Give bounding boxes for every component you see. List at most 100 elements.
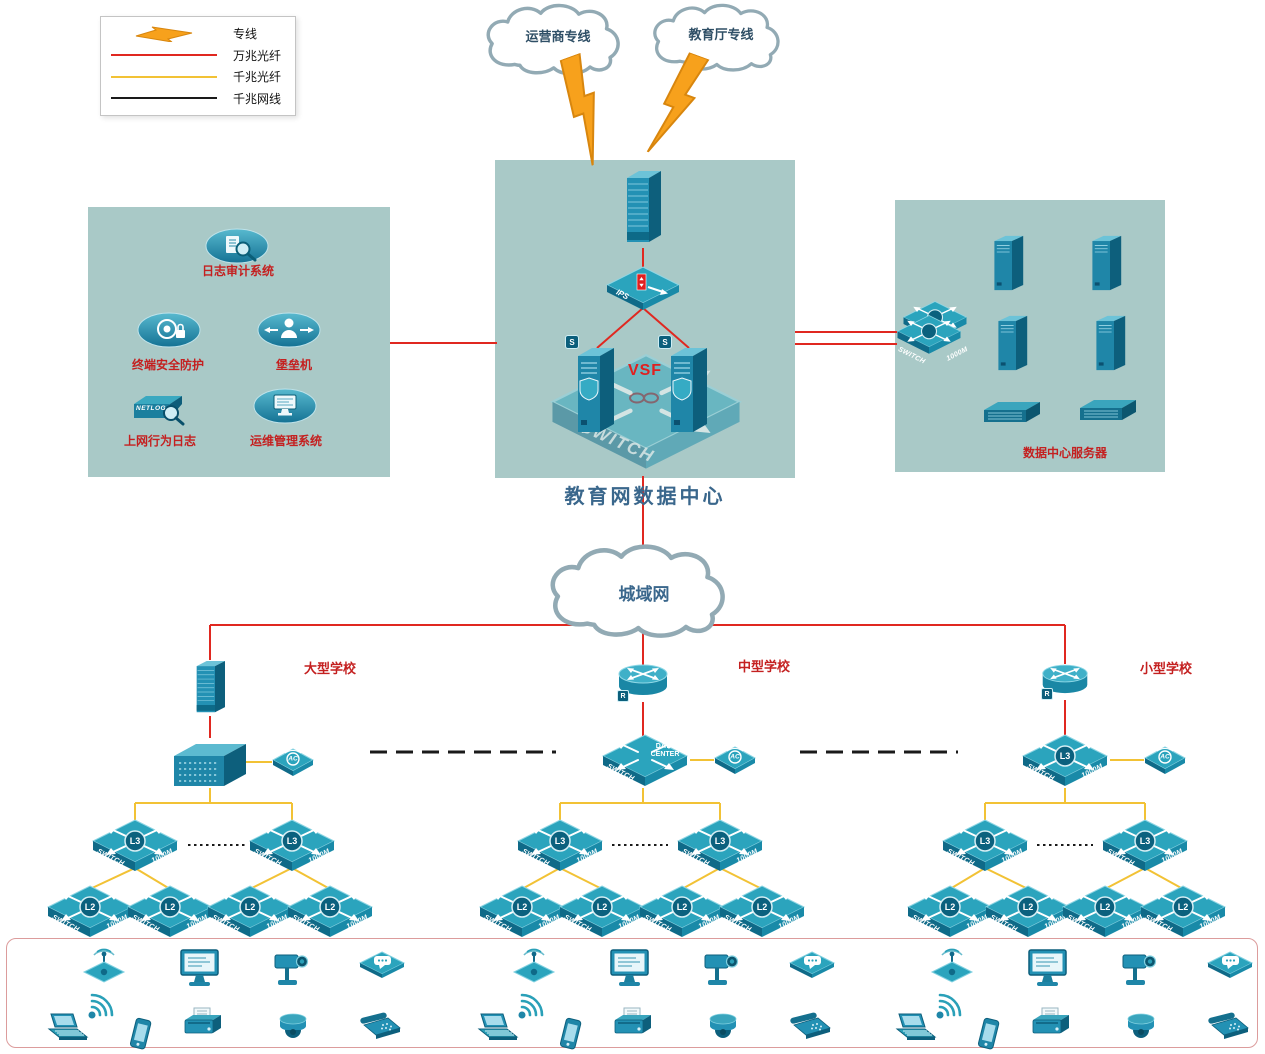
l3-badge: L3 <box>286 836 298 846</box>
telephone-icon <box>356 1010 404 1044</box>
l2-badge: L2 <box>244 902 256 912</box>
router: R <box>1039 660 1091 702</box>
messaging-device-icon <box>788 950 836 986</box>
legend-row-1g-fiber: 千兆光纤 <box>109 68 287 85</box>
ips-device: IPS <box>604 264 682 312</box>
rack-server <box>980 398 1044 428</box>
dome-camera-icon <box>703 1006 743 1046</box>
legend: 专线 万兆光纤 千兆光纤 千兆网线 <box>100 16 296 116</box>
l2-badge: L2 <box>944 902 956 912</box>
education-cloud-label: 教育厅专线 <box>688 27 754 42</box>
telephone-icon <box>1204 1010 1252 1044</box>
ac-label: AC <box>1160 753 1170 761</box>
dome-camera-icon <box>273 1006 313 1046</box>
l2-badge: L2 <box>756 902 768 912</box>
wifi-ap-icon <box>928 946 976 984</box>
l2-badge: L2 <box>1177 902 1189 912</box>
smartphone-icon <box>970 1016 1006 1052</box>
messaging-device-icon <box>358 950 406 986</box>
wireless-signal-icon <box>84 988 124 1022</box>
log-audit-label: 日志审计系统 <box>201 264 274 278</box>
log-audit-icon <box>204 226 270 266</box>
wifi-ap-icon <box>80 946 128 984</box>
legend-label-1g-fiber: 千兆光纤 <box>233 70 282 85</box>
school-core-server <box>190 656 230 718</box>
wireless-controller: AC <box>270 746 316 778</box>
camera-icon <box>1118 948 1162 992</box>
ac-label: AC <box>730 753 740 761</box>
l3-badge: L3 <box>1139 836 1151 846</box>
1g-fiber-line-sample <box>111 75 217 78</box>
l3-badge: L3 <box>554 836 566 846</box>
laptop-icon <box>42 1012 90 1044</box>
dome-camera-icon <box>1121 1006 1161 1046</box>
telephone-icon <box>786 1010 834 1044</box>
ops-management-icon <box>252 386 318 426</box>
netlog-text: NETLOG <box>136 405 167 412</box>
datacenter-title: 教育网数据中心 <box>564 486 726 508</box>
lightning-legend-icon <box>135 26 193 42</box>
l3-badge: L3 <box>1059 751 1071 761</box>
ops-management-label: 运维管理系统 <box>249 434 322 448</box>
printer-icon <box>610 1006 656 1044</box>
legend-row-dedicated: 专线 <box>109 25 287 42</box>
server-badge: S <box>658 335 672 349</box>
carrier-cloud-label: 运营商专线 <box>525 29 591 44</box>
messaging-device-icon <box>1206 950 1254 986</box>
wireless-controller: AC <box>712 744 758 776</box>
bastion-host-label: 堡垒机 <box>275 358 312 372</box>
net-behavior-log-label: 上网行为日志 <box>123 434 196 448</box>
laptop-icon <box>890 1012 938 1044</box>
wireless-signal-icon <box>932 988 972 1022</box>
netlog-icon: NETLOG <box>124 388 190 428</box>
ac-label: AC <box>288 755 298 763</box>
server-panel-label: 数据中心服务器 <box>1022 446 1107 460</box>
l3-badge: L3 <box>714 836 726 846</box>
man-cloud: 城域网 <box>538 542 750 644</box>
wireless-controller: AC <box>1142 744 1188 776</box>
rack-server <box>1076 396 1140 426</box>
legend-row-1g-copper: 千兆网线 <box>109 90 287 107</box>
datacenter-switch-label: DATA CENTER <box>650 743 680 759</box>
datacenter-server <box>1086 232 1126 294</box>
l2-badge: L2 <box>324 902 336 912</box>
legend-row-10g: 万兆光纤 <box>109 47 287 64</box>
wireless-signal-icon <box>514 988 554 1022</box>
l2-badge: L2 <box>84 902 96 912</box>
legend-label-10g: 万兆光纤 <box>233 48 282 63</box>
camera-icon <box>700 948 744 992</box>
l2-badge: L2 <box>164 902 176 912</box>
l2-badge: L2 <box>1022 902 1034 912</box>
core-server: S <box>658 335 713 438</box>
l2-badge: L2 <box>676 902 688 912</box>
printer-icon <box>1028 1006 1074 1044</box>
endpoint-security-label: 终端安全防护 <box>131 358 204 372</box>
man-cloud-label: 城域网 <box>618 585 670 604</box>
router-badge: R <box>617 690 629 702</box>
desktop-icon <box>608 948 654 992</box>
school-large-label: 大型学校 <box>303 661 356 676</box>
smartphone-icon <box>122 1016 158 1052</box>
1g-copper-line-sample <box>111 97 217 100</box>
datacenter-server <box>1090 312 1130 374</box>
school-small-label: 小型学校 <box>1139 661 1192 676</box>
education-cloud: 教育厅专线 <box>642 2 800 76</box>
bastion-host-icon <box>256 310 322 350</box>
datacenter-server <box>992 312 1032 374</box>
laptop-icon <box>472 1012 520 1044</box>
carrier-cloud: 运营商专线 <box>478 2 638 80</box>
